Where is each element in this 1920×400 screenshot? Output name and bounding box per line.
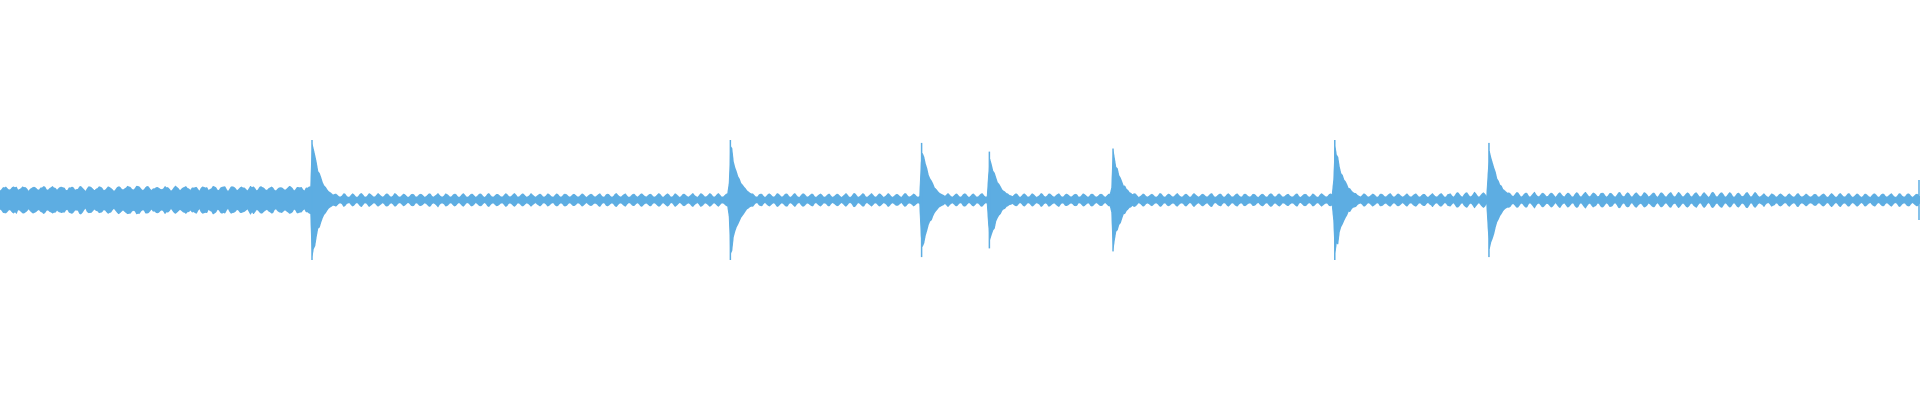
waveform-envelope bbox=[0, 142, 1920, 259]
